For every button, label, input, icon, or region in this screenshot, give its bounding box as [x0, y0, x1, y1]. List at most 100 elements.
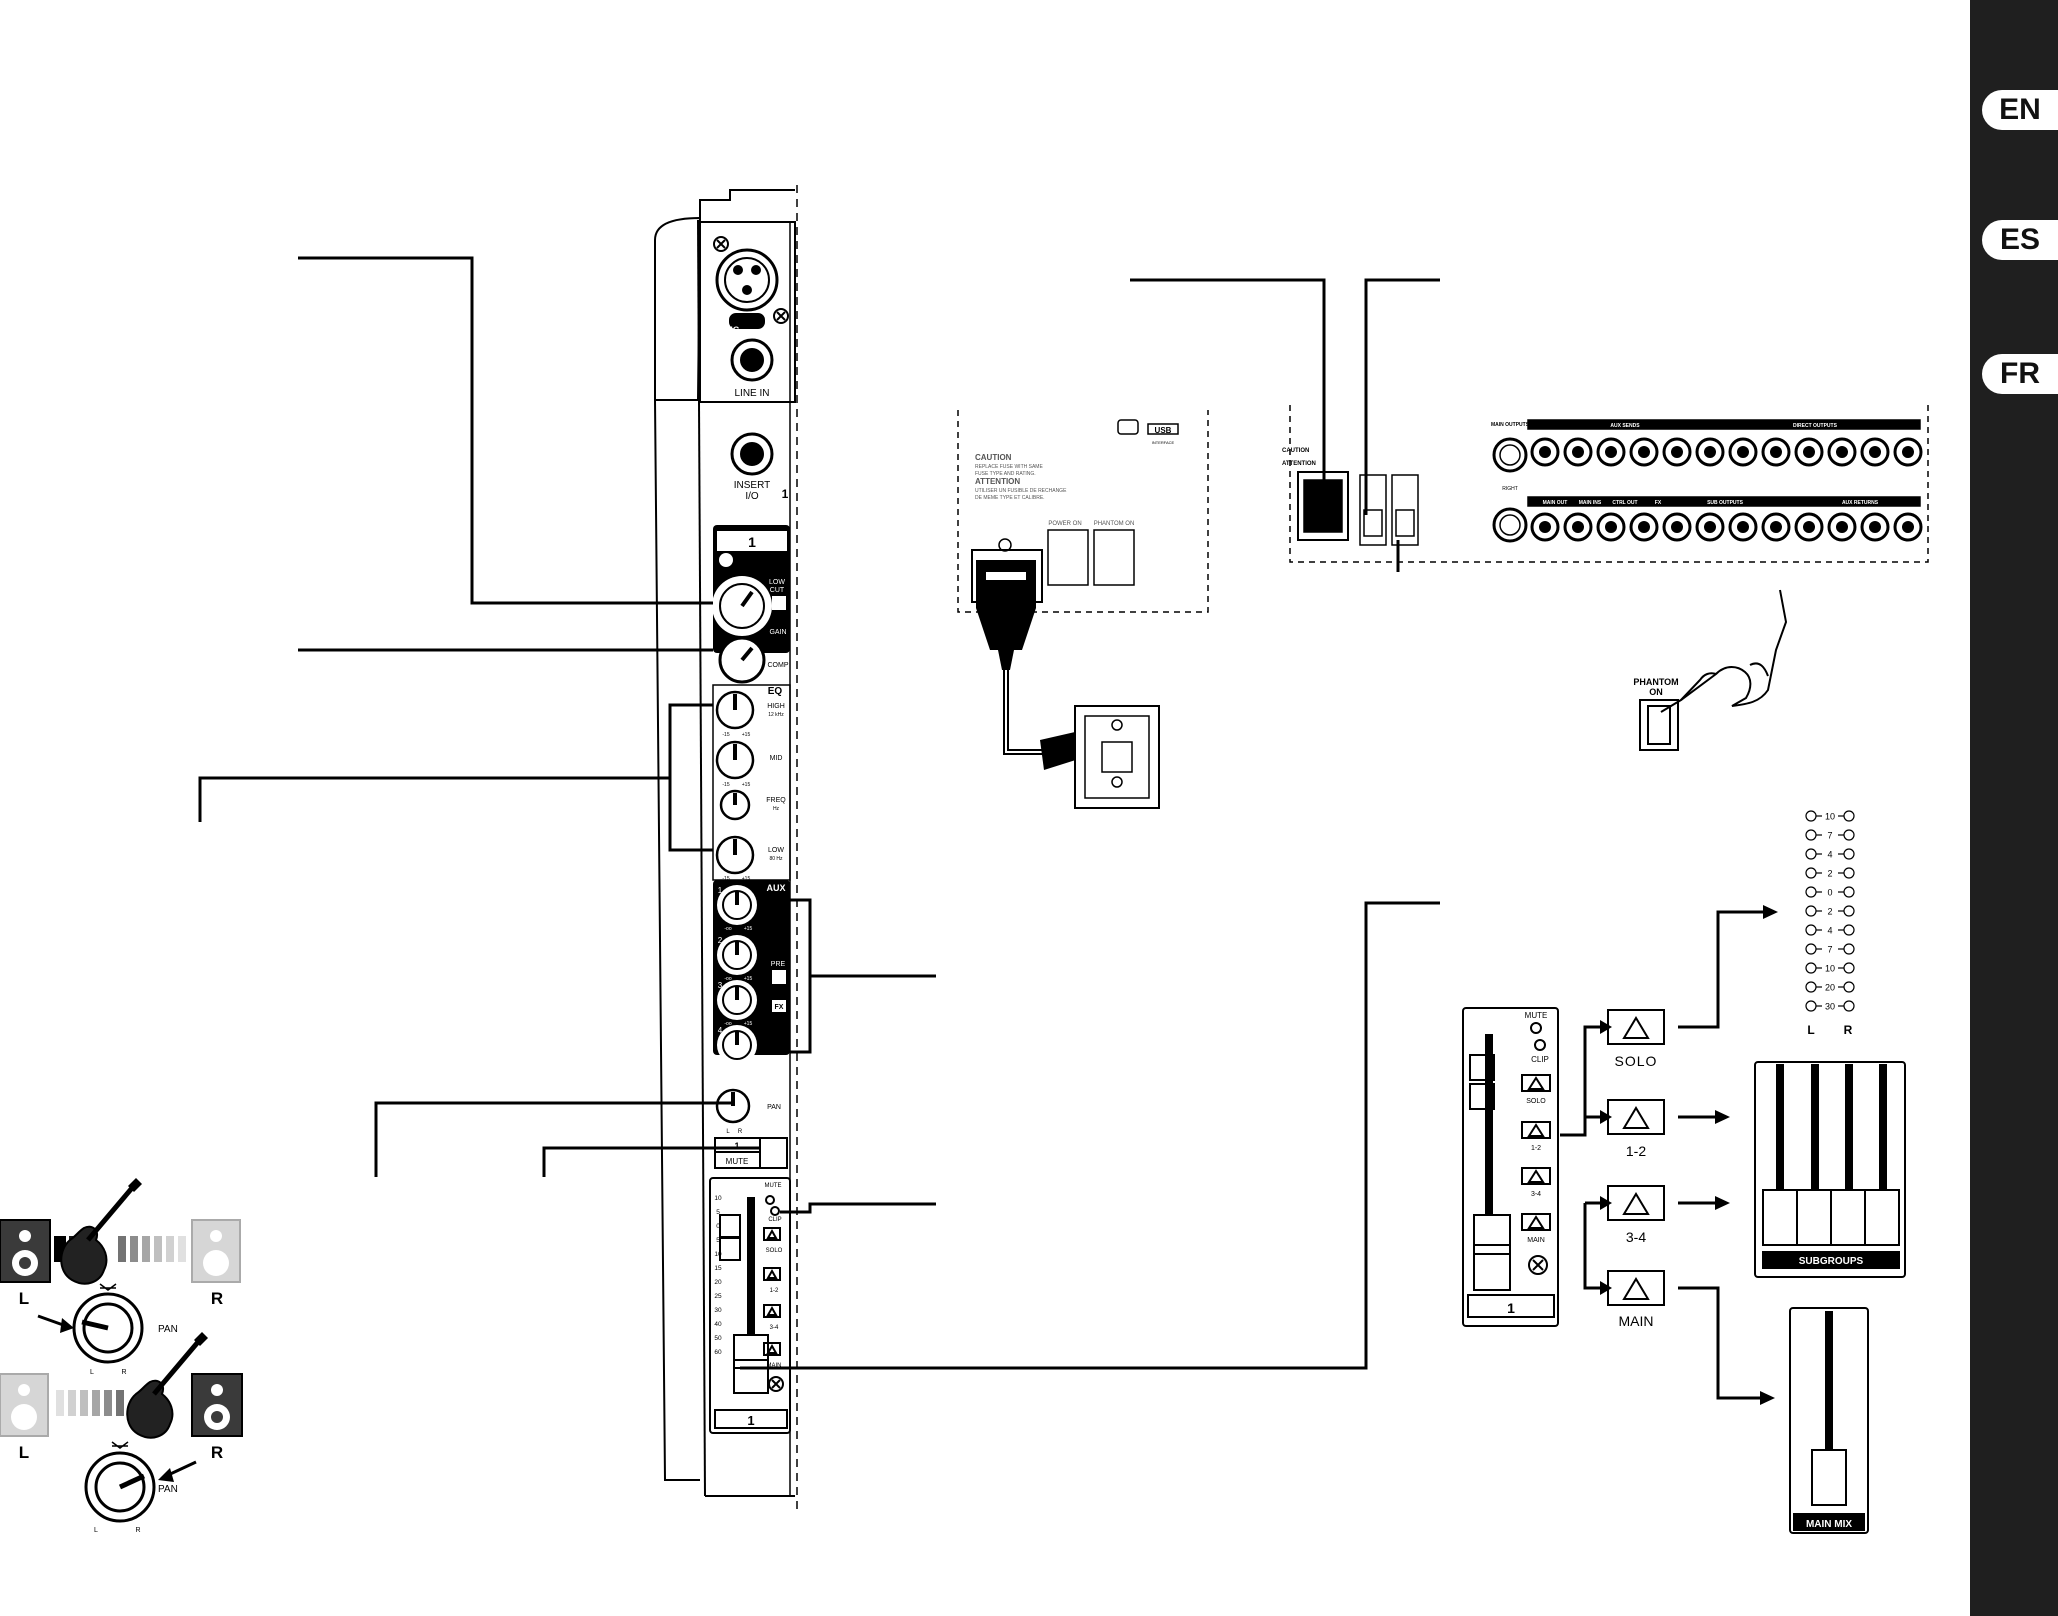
- pan-top-l: L: [19, 1289, 29, 1308]
- low-scale-max: +15: [742, 876, 751, 882]
- fader-scale-value: 25: [714, 1293, 722, 1300]
- meter-led-right: [1843, 810, 1855, 822]
- meter-led-left: [1805, 848, 1817, 860]
- high-label: HIGH: [767, 703, 785, 710]
- rear-jacks: [1530, 437, 1923, 542]
- rear-jack-center: [1869, 521, 1881, 533]
- rear-jack-center: [1803, 446, 1815, 458]
- mute-label: MUTE: [726, 1157, 749, 1166]
- pan-bottom-knob-r: R: [135, 1527, 140, 1534]
- attention-text-2: DE MEME TYPE ET CALIBRE.: [975, 495, 1045, 501]
- meter-led-right: [1843, 962, 1855, 974]
- channel-number-top: 1: [748, 534, 756, 550]
- meter-led-right: [1843, 867, 1855, 879]
- input-number: 1: [782, 487, 789, 501]
- aux-section: [713, 880, 790, 1065]
- phantom-label: PHANTOM: [1633, 677, 1678, 687]
- meter-led-left: [1805, 943, 1817, 955]
- pan-mute-section: [714, 1088, 788, 1169]
- routing-lines: [1560, 910, 1765, 1400]
- tab-en[interactable]: EN: [1982, 90, 2058, 130]
- meter-value: 30: [1825, 1002, 1835, 1012]
- fader-scale-value: 40: [714, 1321, 722, 1328]
- meter-r-label: R: [1844, 1023, 1853, 1037]
- aux-3-number: 3: [718, 981, 723, 990]
- meter-value: 7: [1827, 945, 1832, 955]
- meter-value: 0: [1827, 888, 1832, 898]
- subgroups-panel: [1754, 1061, 1906, 1278]
- rear-jack-center: [1605, 446, 1617, 458]
- insert-io-label: I/O: [745, 491, 759, 502]
- meter-value: 10: [1825, 964, 1835, 974]
- fx-label: FX: [775, 1004, 784, 1011]
- rear-jack-center: [1803, 521, 1815, 533]
- meter-led-right: [1843, 886, 1855, 898]
- meter-led-right: [1843, 848, 1855, 860]
- fader-scale-value: 10: [714, 1195, 722, 1202]
- high-scale-min: -15: [722, 732, 729, 738]
- meter-led-left: [1805, 829, 1817, 841]
- rear-jack-center: [1638, 521, 1650, 533]
- caution-title: CAUTION: [975, 453, 1012, 462]
- pan-top-r: R: [211, 1289, 223, 1308]
- routing-34-label: 3-4: [1626, 1229, 1646, 1245]
- routing-buttons: [1607, 1009, 1665, 1306]
- pan-bottom-r: R: [211, 1443, 223, 1462]
- fader-channel-number: 1: [747, 1413, 754, 1428]
- tab-fr[interactable]: FR: [1982, 354, 2058, 394]
- routing-12-label: 1-2: [1626, 1143, 1646, 1159]
- fader-scale-value: 60: [714, 1349, 722, 1356]
- meter-led-left: [1805, 905, 1817, 917]
- meter-led-right: [1843, 924, 1855, 936]
- rear-jack-center: [1704, 521, 1716, 533]
- rear-jack-center: [1737, 521, 1749, 533]
- rear-caution: CAUTION: [1282, 448, 1309, 454]
- tab-es[interactable]: ES: [1982, 220, 2058, 260]
- fader-scale-value: 30: [714, 1307, 722, 1314]
- aux-sends-label: AUX SENDS: [1610, 423, 1640, 429]
- guitar-icon: [60, 1178, 142, 1285]
- rear-attention: ATTENTION: [1282, 461, 1316, 467]
- routing-mute-label: MUTE: [1525, 1011, 1548, 1020]
- text-layer: MIC LINE IN INSERT I/O 1 1 LOW CUT GAIN …: [19, 325, 1879, 1534]
- rear-jack-center: [1671, 521, 1683, 533]
- meter-led-right: [1843, 981, 1855, 993]
- meter-led-left: [1805, 962, 1817, 974]
- pan-bottom-knob-l: L: [94, 1527, 98, 1534]
- rear-jack-center: [1902, 521, 1914, 533]
- phantom-switch-illustration: [1639, 589, 1788, 751]
- leader-lines-left: [198, 256, 1440, 1370]
- meter-led-left: [1805, 924, 1817, 936]
- meter-led-right: [1843, 943, 1855, 955]
- rear-fx-label: FX: [1655, 500, 1662, 506]
- aux-3-scale-max: +15: [744, 1021, 753, 1027]
- comp-label: COMP: [768, 662, 789, 669]
- routing-strip-12: 1-2: [1531, 1145, 1541, 1152]
- low-cut-label-1: LOW: [769, 579, 785, 586]
- main-mix-label: MAIN MIX: [1806, 1519, 1852, 1530]
- aux-2-number: 2: [718, 936, 723, 945]
- solo-label: SOLO: [766, 1248, 783, 1254]
- rear-jack-center: [1539, 446, 1551, 458]
- usb-label: USB: [1155, 426, 1172, 435]
- caution-text-1: REPLACE FUSE WITH SAME: [975, 464, 1043, 470]
- pan-bottom-l: L: [19, 1443, 29, 1462]
- line-in-label: LINE IN: [734, 388, 769, 399]
- gain-label: GAIN: [769, 629, 786, 636]
- fader-scale-value: 15: [714, 1265, 722, 1272]
- phantom-on-label: PHANTOM ON: [1094, 521, 1135, 527]
- meter-led-right: [1843, 829, 1855, 841]
- pan-l-label: L: [726, 1129, 730, 1135]
- rear-jack-center: [1770, 521, 1782, 533]
- channel-fader-section: [709, 1177, 791, 1434]
- main-ins-label: MAIN INS: [1579, 500, 1602, 506]
- freq-label: FREQ: [766, 797, 786, 804]
- clip-label: CLIP: [768, 1217, 781, 1223]
- low-label: LOW: [768, 847, 784, 854]
- routing-main-label: MAIN: [1619, 1313, 1654, 1329]
- aux-2-scale-min: -oo: [724, 976, 731, 982]
- main-mix-panel: [1789, 1307, 1869, 1534]
- rear-jack-center: [1605, 521, 1617, 533]
- rear-jack-center: [1704, 446, 1716, 458]
